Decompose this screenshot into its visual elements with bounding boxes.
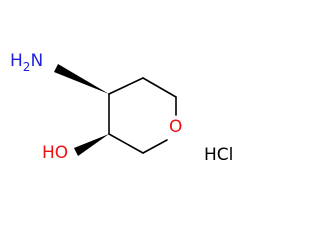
ring-bonds [108, 77, 177, 154]
nh2-subscript: 2 [23, 60, 31, 74]
bond-c4-c5 [108, 77, 144, 95]
molecule-structure: H2N HO O HCl [10, 51, 233, 165]
nh2-label: H2N [10, 51, 43, 74]
wedge-bond-c4-n [54, 64, 109, 94]
hcl-label: HCl [204, 145, 233, 165]
hydroxyl-label: HO [42, 143, 68, 163]
bond-c5-c6 [142, 77, 177, 98]
nh2-n: N [30, 51, 43, 71]
bond-c2-c3 [108, 133, 144, 154]
ring-oxygen-label: O [169, 117, 182, 137]
nh2-h: H [10, 51, 23, 71]
wedge-bond-c3-o [74, 134, 109, 156]
bond-o1-c2 [142, 139, 168, 154]
